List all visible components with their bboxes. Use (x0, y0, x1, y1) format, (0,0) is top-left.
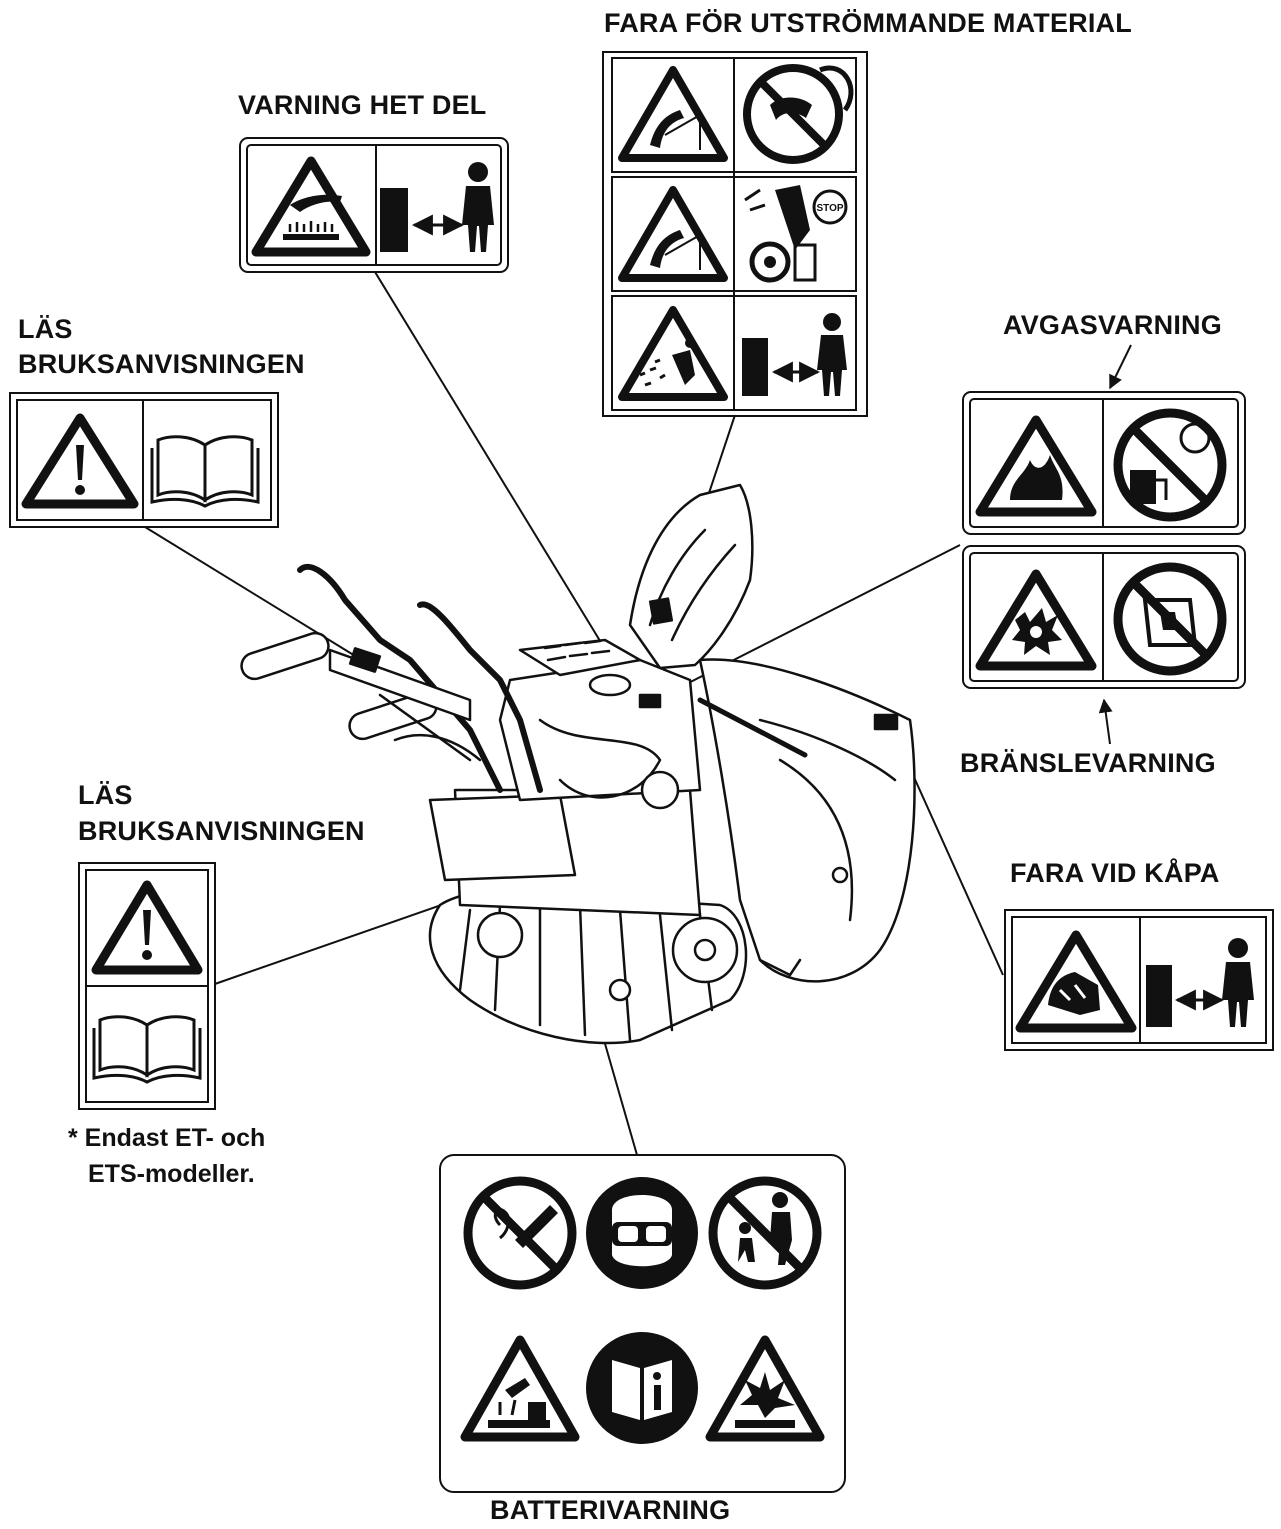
eye-protection-icon (586, 1177, 698, 1289)
decal-spot-chute (648, 597, 674, 625)
footnote-line2: ETS-modeller. (88, 1160, 255, 1188)
label-read-manual-top-line2: BRUKSANVISNINGEN (18, 349, 305, 379)
keep-distance-icon (380, 162, 494, 252)
battery-explosion-icon (705, 1335, 825, 1442)
decal-fuel-warning (962, 545, 1246, 689)
leader-read-manual-top (144, 526, 366, 663)
decal-battery-warning (439, 1154, 846, 1493)
no-fuel-container-icon (1113, 562, 1227, 676)
arrow-exhaust (1109, 344, 1132, 390)
no-hands-auger-icon (743, 64, 854, 164)
auger-housing-icon (1015, 930, 1137, 1033)
read-instructions-icon (586, 1332, 698, 1444)
no-smoking-icon (463, 1176, 577, 1290)
label-read-manual-bottom-line2: BRUKSANVISNINGEN (78, 816, 365, 846)
stop-sign-text: STOP (816, 203, 843, 214)
hand-hot-surface-icon (251, 156, 371, 257)
decal-hot-part (239, 137, 509, 273)
auger-housing (698, 658, 916, 983)
left-handle (297, 563, 503, 793)
decal-read-manual-top (9, 392, 279, 528)
decal-housing-danger (1004, 909, 1274, 1051)
snowblower-illustration (240, 483, 916, 1045)
hand-entanglement-icon (618, 66, 728, 162)
arrow-fuel (1098, 698, 1113, 745)
footnote-line1: * Endast ET- och (68, 1124, 266, 1152)
label-housing-danger: FARA VID KÅPA (1010, 858, 1220, 888)
decal-read-manual-bottom (78, 862, 216, 1110)
hand-entanglement-icon (618, 186, 728, 282)
warning-exclamation-icon (91, 880, 203, 975)
discharge-chute (628, 483, 754, 670)
fire-icon (975, 415, 1097, 517)
keep-distance-icon (1146, 938, 1254, 1027)
label-battery-warning: BATTERIVARNING (490, 1495, 731, 1525)
right-handle (417, 601, 543, 793)
decal-spot-engine (638, 693, 662, 709)
thrown-objects-icon (618, 306, 728, 401)
label-discharge-danger: FARA FÖR UTSTRÖMMANDE MATERIAL (604, 8, 1132, 38)
label-fuel-warning: BRÄNSLEVARNING (960, 748, 1216, 778)
manual-book-icon (92, 1015, 202, 1084)
leader-lines (144, 271, 1132, 1156)
keep-distance-icon (742, 313, 847, 396)
keep-children-away-icon (708, 1176, 822, 1290)
fuel-cap (588, 673, 632, 697)
decal-exhaust-warning (962, 391, 1246, 535)
explosion-icon (975, 569, 1097, 671)
stop-engine-icon: STOP (744, 185, 848, 283)
manual-book-icon (150, 435, 260, 508)
decal-discharge-danger: STOP (602, 51, 868, 417)
decal-spot-housing (873, 713, 899, 731)
decal-spot-handle (348, 647, 382, 673)
leader-hot-part (374, 271, 631, 691)
corrosive-acid-icon (460, 1335, 580, 1442)
warning-exclamation-icon (21, 413, 139, 509)
label-read-manual-bottom-line1: LÄS (78, 780, 133, 810)
label-read-manual-top-line1: LÄS (18, 314, 73, 344)
label-hot-part: VARNING HET DEL (238, 90, 487, 120)
left-grip (240, 631, 330, 681)
label-exhaust-warning: AVGASVARNING (1003, 310, 1222, 340)
no-refuel-hot-icon (1113, 408, 1227, 522)
